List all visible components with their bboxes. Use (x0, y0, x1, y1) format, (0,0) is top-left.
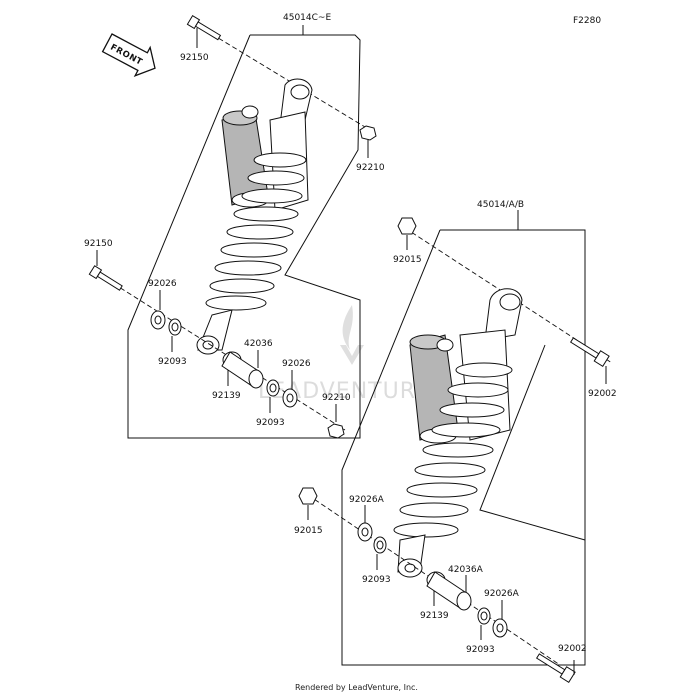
lower-top-nut (397, 217, 417, 235)
upper-assembly-bracket (127, 34, 361, 439)
upper-shock-body (196, 78, 313, 355)
leadventure-watermark: LEADVENTURE (258, 305, 430, 404)
upper-seal-left-hole (171, 322, 179, 332)
lower-right-bolt (569, 337, 610, 367)
upper-washer-left-hole (154, 315, 162, 325)
lower-bottom-axis (307, 494, 561, 666)
callout-92002-right: 92002 (588, 389, 617, 399)
lower-shock-body (393, 288, 523, 578)
lower-bottom-bolt (535, 653, 576, 683)
callout-92139-upper: 92139 (212, 391, 241, 401)
callout-92093-left: 92093 (158, 357, 187, 367)
lower-washer-right-hole (496, 623, 504, 633)
upper-shock-assembly: 45014C~E 92150 92210 (84, 13, 385, 439)
diagram-code: F2280 (573, 16, 601, 26)
upper-top-nut (359, 125, 377, 141)
callout-92139-lower: 92139 (420, 611, 449, 621)
lower-assembly-bracket-inner (479, 344, 586, 541)
upper-washer-right-hole (286, 393, 294, 403)
upper-assembly-label: 45014C~E (283, 13, 331, 23)
upper-left-bolt (88, 265, 123, 291)
upper-collar (221, 351, 264, 389)
upper-top-axis (204, 29, 371, 131)
callout-42036A: 42036A (448, 565, 484, 575)
callout-92015-top: 92015 (393, 255, 422, 265)
callout-92026-right: 92026 (282, 359, 311, 369)
upper-top-bolt (186, 15, 222, 41)
callout-92026-left: 92026 (148, 279, 177, 289)
callout-92015-left: 92015 (294, 526, 323, 536)
footer-credit: Rendered by LeadVenture, Inc. (295, 683, 418, 692)
lower-seal-left-hole (376, 540, 384, 550)
lower-seal-right-hole (480, 611, 488, 621)
lower-collar (426, 571, 472, 611)
lower-spring (393, 362, 513, 538)
callout-92093-right: 92093 (256, 418, 285, 428)
upper-seal-right-hole (269, 383, 277, 393)
lower-assembly-label: 45014/A/B (477, 200, 524, 210)
callout-92150-left: 92150 (84, 239, 113, 249)
lower-assembly-bracket (341, 229, 586, 666)
callout-92026A-left: 92026A (349, 495, 385, 505)
lower-shock-assembly: 45014/A/B 92015 92002 (294, 200, 617, 683)
callout-92002-bottom: 92002 (558, 644, 587, 654)
callout-92093-lower-left: 92093 (362, 575, 391, 585)
callout-92026A-right: 92026A (484, 589, 520, 599)
callout-92093-lower-right: 92093 (466, 645, 495, 655)
callout-92210-bottom: 92210 (322, 393, 351, 403)
upper-spring (205, 152, 307, 311)
front-arrow-icon: FRONT (101, 33, 156, 77)
lower-washer-left-hole (361, 527, 369, 537)
upper-bottom-axis (99, 274, 346, 431)
callout-42036: 42036 (244, 339, 273, 349)
lower-left-nut (298, 487, 318, 505)
callout-92150-top: 92150 (180, 53, 209, 63)
upper-bottom-nut (327, 423, 345, 439)
callout-92210-top: 92210 (356, 163, 385, 173)
